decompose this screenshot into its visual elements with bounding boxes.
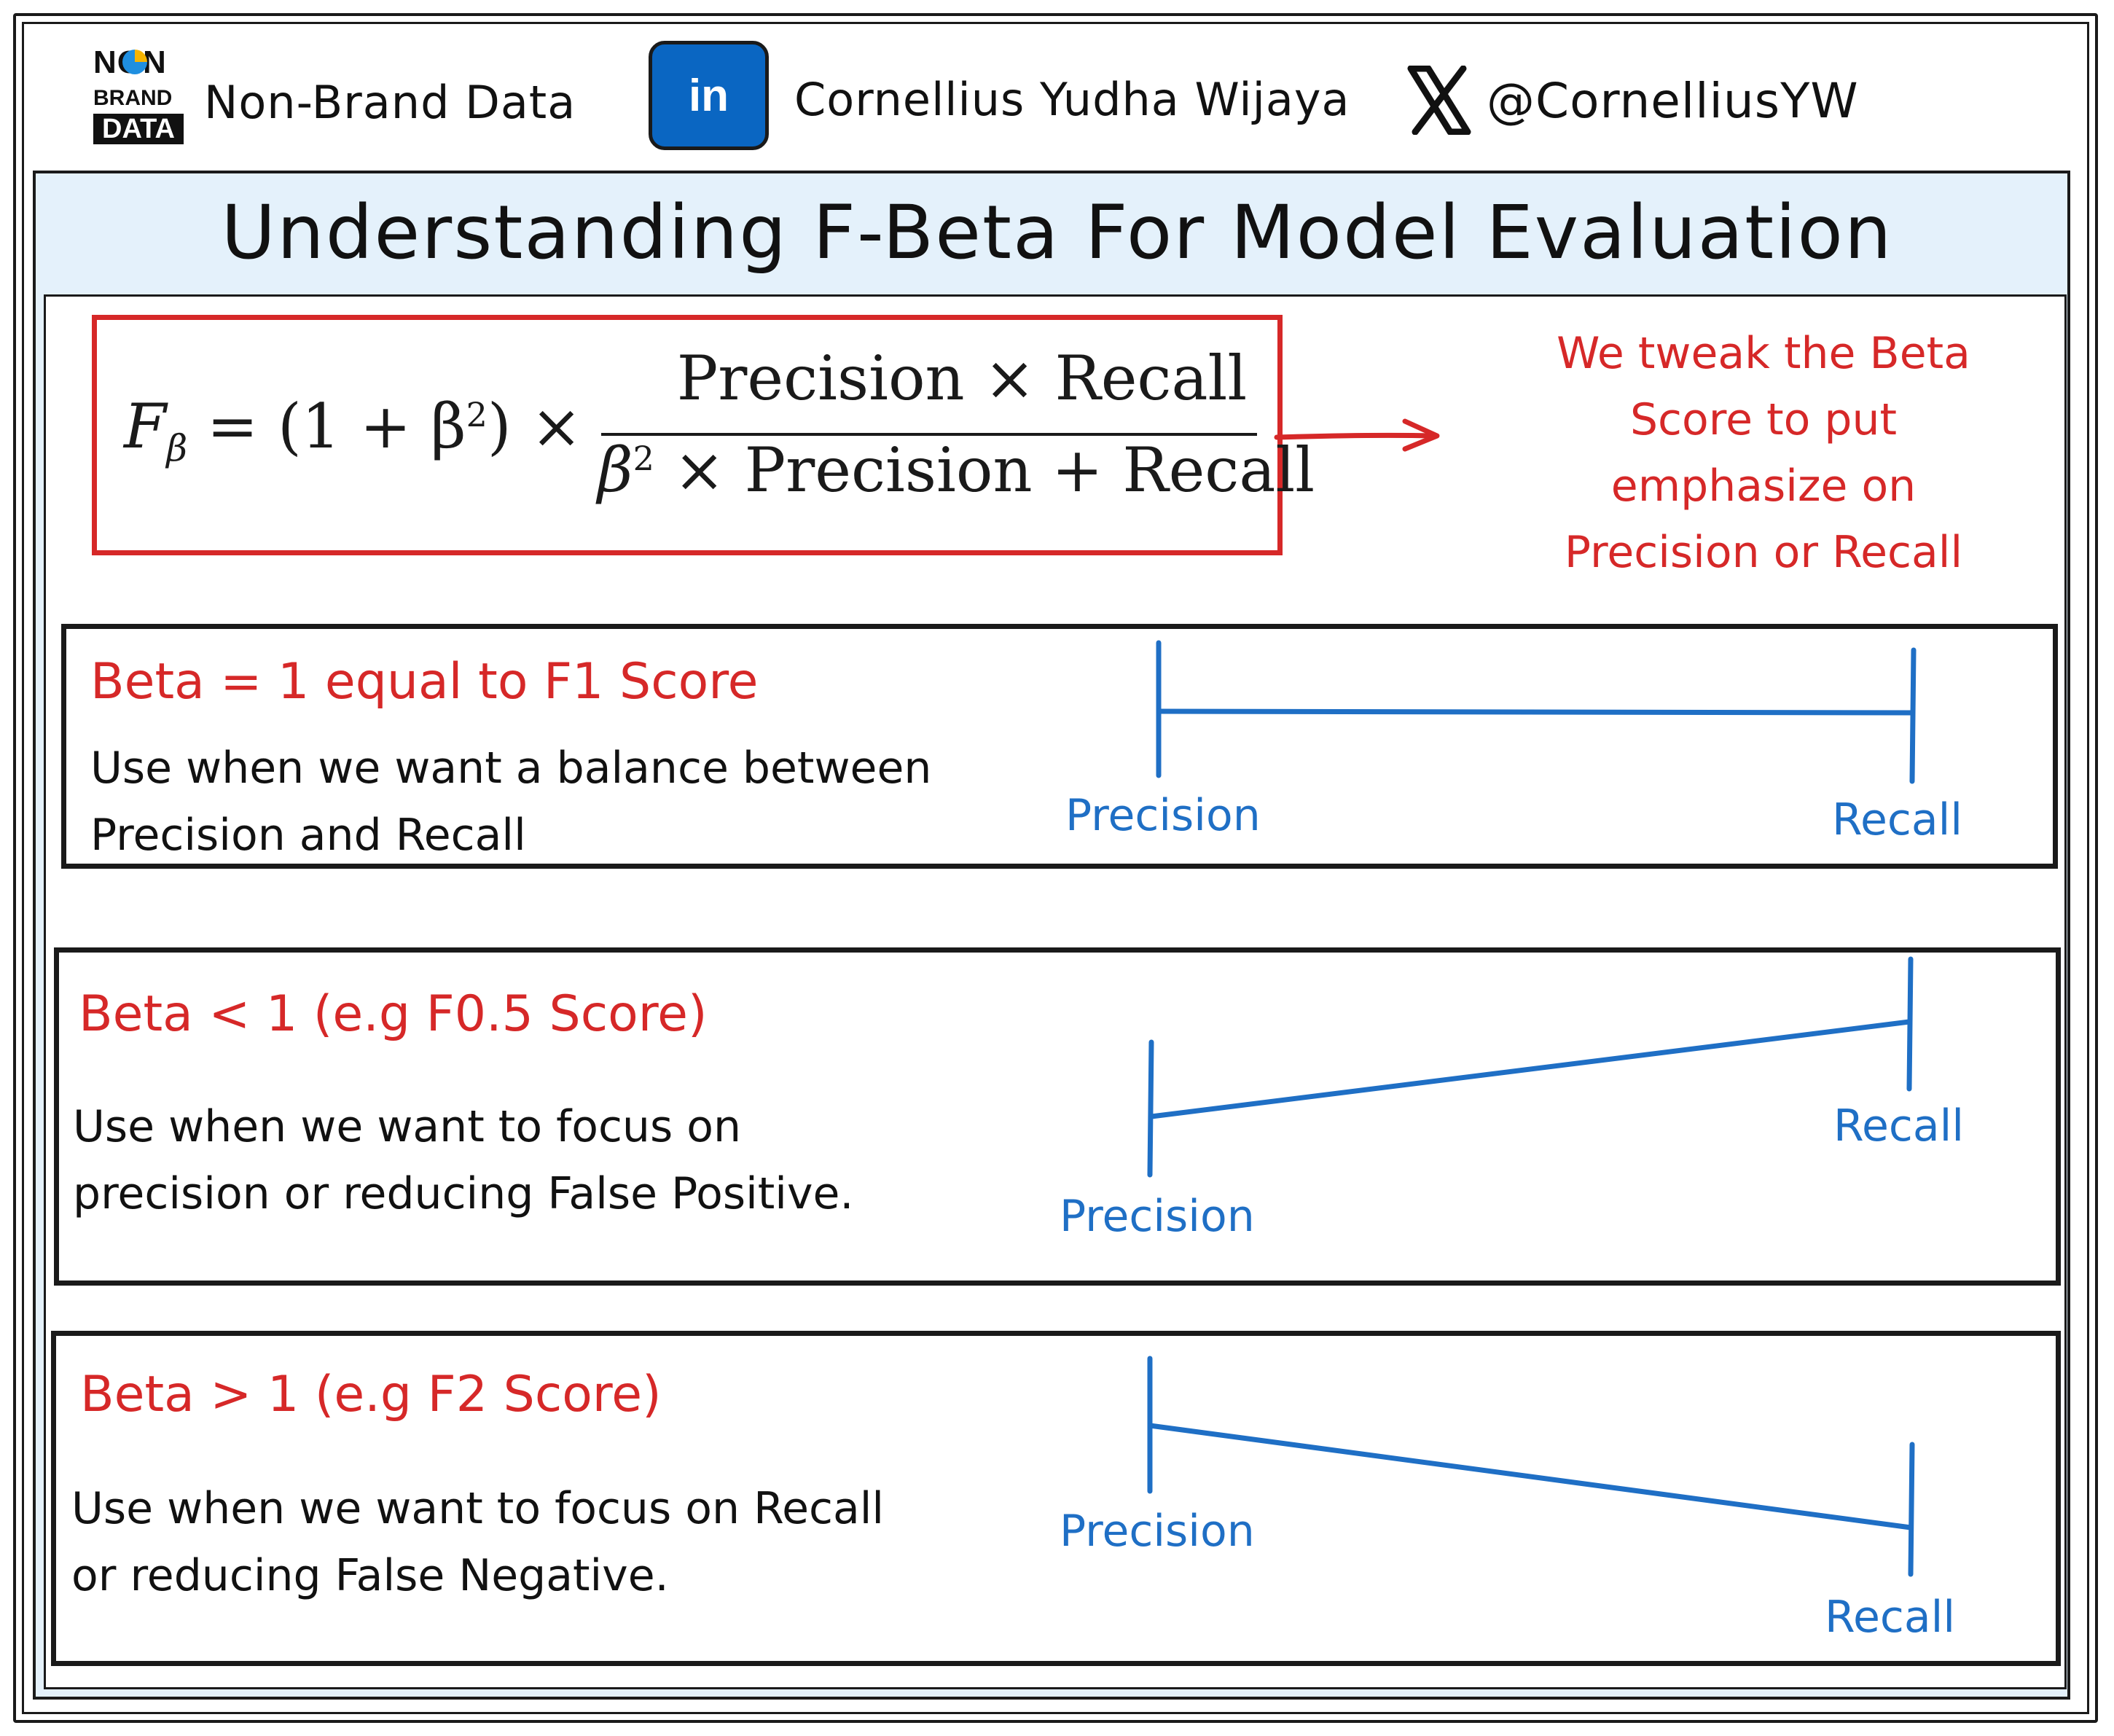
formula-denominator: β2 × Precision + Recall bbox=[598, 434, 1315, 506]
formula-factor: = (1 + β bbox=[206, 391, 466, 462]
section-description: Use when we want a balance between Preci… bbox=[90, 735, 931, 869]
f-beta-formula: Fβ = (1 + β2) × Precision × Recall β2 × … bbox=[124, 343, 1315, 532]
section-title: Beta > 1 (e.g F2 Score) bbox=[80, 1366, 662, 1423]
section-title: Beta < 1 (e.g F0.5 Score) bbox=[79, 985, 708, 1043]
scale-label-precision: Precision bbox=[1065, 790, 1261, 841]
outer-frame bbox=[13, 13, 2098, 1723]
desc-line: or reducing False Negative. bbox=[71, 1550, 669, 1601]
non-brand-data-logo: NON BRAND DATA bbox=[93, 47, 188, 149]
author-name: Cornellius Yudha Wijaya bbox=[794, 73, 1350, 126]
logo-line2: BRAND bbox=[93, 86, 173, 110]
section-beta-equal-1 bbox=[61, 624, 2058, 869]
logo-pie-icon bbox=[122, 50, 147, 74]
formula-lhs: Fβ = (1 + β2) × bbox=[124, 391, 582, 469]
formula-den-beta: β bbox=[598, 434, 633, 506]
note-line: Precision or Recall bbox=[1564, 527, 1963, 578]
linkedin-label: in bbox=[688, 70, 729, 121]
formula-fraction-bar bbox=[601, 433, 1257, 436]
logo-line3: DATA bbox=[102, 114, 175, 144]
twitter-handle: @CornelliusYW bbox=[1487, 73, 1859, 129]
section-description: Use when we want to focus on Recall or r… bbox=[71, 1475, 884, 1609]
linkedin-icon[interactable]: in bbox=[649, 41, 769, 150]
inner-frame bbox=[22, 22, 2089, 1714]
section-description: Use when we want to focus on precision o… bbox=[73, 1093, 853, 1227]
scale-label-recall: Recall bbox=[1825, 1592, 1956, 1643]
desc-line: Use when we want to focus on bbox=[73, 1101, 742, 1152]
desc-line: Use when we want a balance between bbox=[90, 743, 932, 794]
page-title: Understanding F-Beta For Model Evaluatio… bbox=[221, 189, 1893, 276]
formula-factor-exp: 2 bbox=[466, 395, 488, 434]
desc-line: Precision and Recall bbox=[90, 810, 526, 861]
formula-den-rest: × Precision + Recall bbox=[654, 434, 1315, 506]
formula-numerator: Precision × Recall bbox=[676, 343, 1248, 414]
scale-label-recall: Recall bbox=[1832, 794, 1963, 845]
x-logo-icon[interactable] bbox=[1406, 66, 1472, 135]
section-title: Beta = 1 equal to F1 Score bbox=[90, 653, 759, 711]
note-line: Score to put bbox=[1629, 394, 1898, 445]
formula-den-exp: 2 bbox=[633, 439, 654, 478]
scale-label-precision: Precision bbox=[1060, 1506, 1255, 1557]
formula-factor-end: ) × bbox=[487, 391, 582, 462]
desc-line: Use when we want to focus on Recall bbox=[71, 1483, 885, 1534]
note-line: We tweak the Beta bbox=[1557, 328, 1970, 379]
desc-line: precision or reducing False Positive. bbox=[73, 1168, 854, 1219]
formula-beta-subscript: β bbox=[166, 426, 188, 469]
formula-f-symbol: F bbox=[124, 391, 167, 462]
scale-label-precision: Precision bbox=[1060, 1191, 1255, 1242]
note-line: emphasize on bbox=[1610, 461, 1917, 512]
brand-name: Non-Brand Data bbox=[204, 76, 576, 129]
scale-label-recall: Recall bbox=[1833, 1100, 1965, 1152]
beta-note: We tweak the Beta Score to put emphasize… bbox=[1487, 321, 2040, 586]
